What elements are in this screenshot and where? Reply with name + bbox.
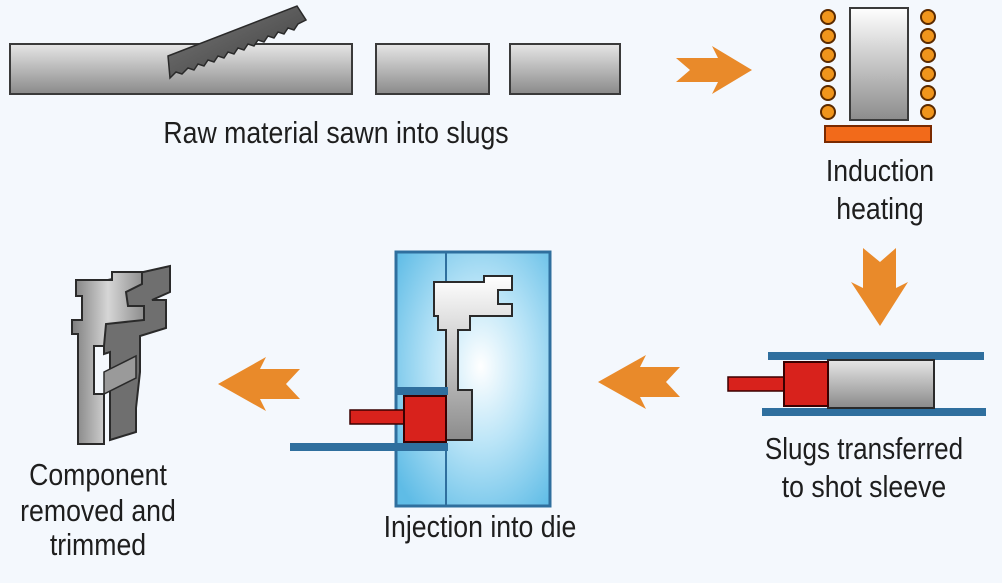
die-plunger-rod bbox=[349, 409, 409, 425]
component-front bbox=[71, 271, 145, 445]
label-removal-line3: trimmed bbox=[49, 527, 147, 562]
shot-sleeve bbox=[727, 352, 986, 416]
component-notch bbox=[103, 354, 137, 396]
saw-blade bbox=[167, 5, 308, 80]
label-heating-line1: Induction bbox=[825, 153, 935, 188]
billet bbox=[849, 7, 909, 121]
die-plunger-head bbox=[403, 395, 447, 443]
label-heating-line2: heating bbox=[836, 191, 924, 226]
slug bbox=[375, 43, 490, 95]
die-block bbox=[394, 250, 552, 508]
induction-heater bbox=[820, 7, 936, 143]
sleeve-bottom-wall bbox=[762, 408, 986, 416]
plunger-rod bbox=[727, 376, 787, 392]
label-removal-line2: removed and bbox=[20, 493, 176, 528]
sleeve-top-wall bbox=[768, 352, 984, 360]
die-sleeve-bottom bbox=[290, 443, 448, 451]
arrow-right-icon bbox=[676, 46, 752, 94]
die-cavity-part bbox=[433, 275, 513, 441]
coil-left bbox=[820, 9, 836, 120]
slug bbox=[509, 43, 621, 95]
label-injection: Injection into die bbox=[383, 509, 577, 544]
die-sleeve-top bbox=[396, 387, 448, 395]
label-transfer-line2: to shot sleeve bbox=[781, 469, 947, 504]
arrow-down-icon bbox=[851, 248, 908, 326]
label-sawing: Raw material sawn into slugs bbox=[163, 115, 509, 150]
die bbox=[290, 250, 552, 508]
arrow-left-icon bbox=[218, 357, 300, 411]
plunger-head bbox=[783, 361, 829, 407]
slug-in-sleeve bbox=[827, 359, 935, 409]
heater-base bbox=[824, 125, 932, 143]
finished-component bbox=[71, 264, 171, 445]
coil-right bbox=[920, 9, 936, 120]
arrow-left-icon bbox=[598, 355, 680, 409]
sawing-step bbox=[9, 5, 621, 95]
label-transfer-line1: Slugs transferred bbox=[764, 431, 964, 466]
label-removal-line1: Component bbox=[29, 457, 167, 492]
